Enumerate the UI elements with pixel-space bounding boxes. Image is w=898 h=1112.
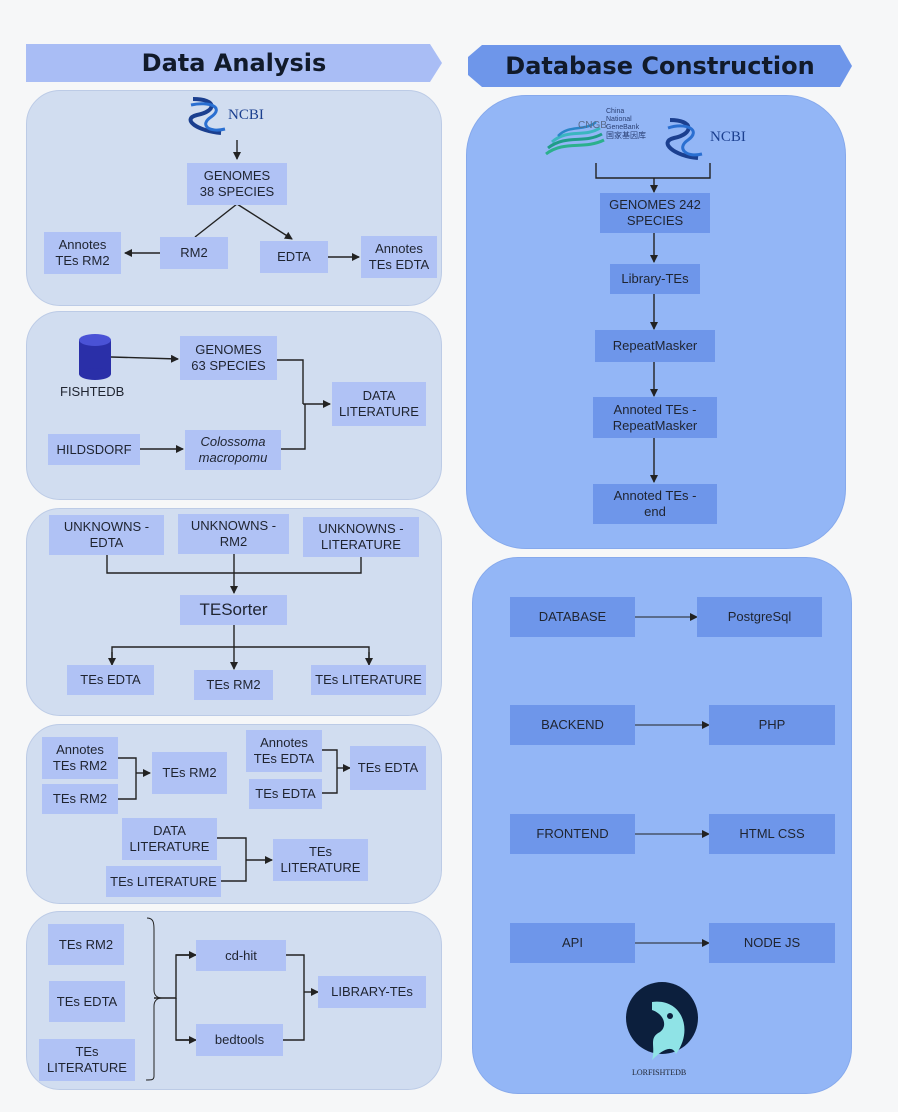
- unknowns-literature: UNKNOWNS - LITERATURE: [303, 517, 419, 557]
- tes-rm2-library-in: TEs RM2: [48, 924, 124, 965]
- database-construction-banner: Database Construction: [468, 45, 852, 87]
- hildsdorf-box: HILDSDORF: [48, 434, 140, 465]
- tes-edta-out: TEs EDTA: [67, 665, 154, 695]
- php-box: PHP: [709, 705, 835, 745]
- annoted-tes-repeatmasker: Annoted TEs - RepeatMasker: [593, 397, 717, 438]
- tes-rm2-merged: TEs RM2: [152, 752, 227, 794]
- nodejs-box: NODE JS: [709, 923, 835, 963]
- library-tes-right: Library-TEs: [610, 264, 700, 294]
- ncbi-logo: NCBI: [187, 95, 277, 137]
- cngb-wave-icon: [545, 120, 605, 156]
- database-box: DATABASE: [510, 597, 635, 637]
- unknowns-rm2: UNKNOWNS - RM2: [178, 514, 289, 554]
- tes-rm2-out: TEs RM2: [194, 670, 273, 700]
- tes-rm2-merge-in: TEs RM2: [42, 784, 118, 814]
- tes-literature-out: TEs LITERATURE: [311, 665, 426, 695]
- library-tes-box: LIBRARY-TEs: [318, 976, 426, 1008]
- bedtools-box: bedtools: [196, 1024, 283, 1056]
- annotes-tes-edta-merge: Annotes TEs EDTA: [246, 730, 322, 772]
- annoted-tes-end: Annoted TEs - end: [593, 484, 717, 524]
- colossoma-macropomu-box: Colossoma macropomu: [185, 430, 281, 470]
- tes-edta-library-in: TEs EDTA: [49, 981, 125, 1022]
- ncbi-helix-icon-right: [665, 118, 703, 160]
- cngb-line2: National: [606, 116, 632, 123]
- repeatmasker-box: RepeatMasker: [595, 330, 715, 362]
- cdhit-box: cd-hit: [196, 940, 286, 971]
- cngb-logo: CNGB China National GeneBank 国家基因库: [544, 106, 650, 160]
- lorfishtedb-label: LORFISHTEDB: [632, 1068, 687, 1077]
- data-analysis-title: Data Analysis: [141, 49, 327, 77]
- ncbi-logo-right: NCBI: [664, 116, 754, 162]
- annotes-tes-rm2: Annotes TEs RM2: [44, 232, 121, 274]
- tes-edta-merge-in: TEs EDTA: [249, 779, 322, 809]
- genomes-38-species: GENOMES 38 SPECIES: [187, 163, 287, 205]
- api-box: API: [510, 923, 635, 963]
- panel-pipeline: [466, 95, 846, 549]
- lorfishtedb-logo: LORFISHTEDB: [622, 980, 702, 1080]
- frontend-box: FRONTEND: [510, 814, 635, 854]
- edta-box: EDTA: [260, 241, 328, 273]
- database-construction-title: Database Construction: [505, 52, 815, 80]
- cngb-line1: China: [606, 108, 625, 115]
- cngb-line4: 国家基因库: [606, 131, 646, 140]
- html-css-box: HTML CSS: [709, 814, 835, 854]
- backend-box: BACKEND: [510, 705, 635, 745]
- cngb-abbr: CNGB: [578, 120, 607, 131]
- ncbi-label-right: NCBI: [710, 129, 746, 145]
- cngb-line3: GeneBank: [606, 124, 640, 131]
- database-icon: [79, 334, 111, 385]
- genomes-242-species: GENOMES 242 SPECIES: [600, 193, 710, 233]
- tes-literature-library-in: TEs LITERATURE: [39, 1039, 135, 1081]
- colossoma-text: Colossoma macropomu: [198, 434, 268, 465]
- tes-literature-merged: TEs LITERATURE: [273, 839, 368, 881]
- annotes-tes-rm2-merge: Annotes TEs RM2: [42, 737, 118, 779]
- fish-logo-icon: [626, 982, 698, 1060]
- data-literature-merge: DATA LITERATURE: [122, 818, 217, 860]
- rm2-box: RM2: [160, 237, 228, 269]
- cngb-name: China National GeneBank 国家基因库: [606, 108, 646, 140]
- data-literature-box: DATA LITERATURE: [332, 382, 426, 426]
- tesorter-box: TESorter: [180, 595, 287, 625]
- unknowns-edta: UNKNOWNS - EDTA: [49, 515, 164, 555]
- annotes-tes-edta: Annotes TEs EDTA: [361, 236, 437, 278]
- tes-edta-merged: TEs EDTA: [350, 746, 426, 790]
- tes-literature-merge-in: TEs LITERATURE: [106, 866, 221, 897]
- genomes-63-species: GENOMES 63 SPECIES: [180, 336, 277, 380]
- ncbi-helix-icon: [188, 97, 226, 135]
- fishtedb-label: FISHTEDB: [60, 384, 125, 399]
- postgresql-box: PostgreSql: [697, 597, 822, 637]
- ncbi-label: NCBI: [228, 107, 264, 123]
- data-analysis-banner: Data Analysis: [26, 44, 442, 82]
